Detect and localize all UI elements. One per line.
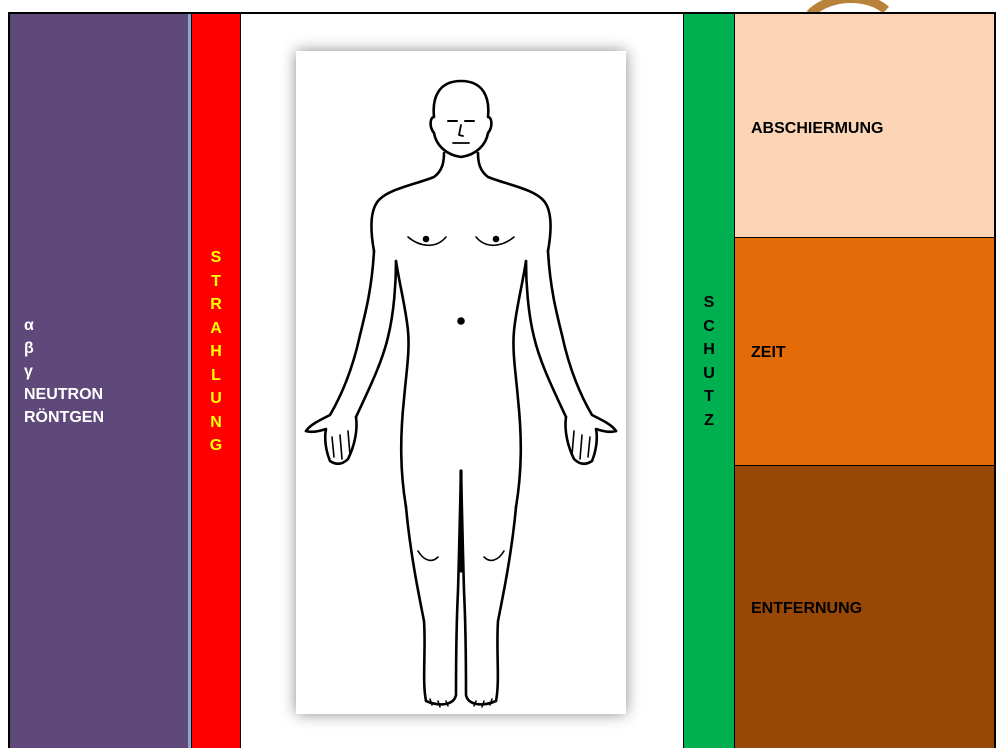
schutz-letter: T — [684, 385, 734, 409]
type-beta: β — [24, 337, 104, 360]
schutz-vertical-label: S C H U T Z — [684, 291, 734, 432]
schutz-letter: S — [684, 291, 734, 315]
type-rontgen: RÖNTGEN — [24, 406, 104, 429]
human-figure-column — [241, 12, 683, 748]
type-alpha: α — [24, 314, 104, 337]
radiation-types-column: α β γ NEUTRON RÖNTGEN — [10, 12, 188, 748]
schutz-letter: C — [684, 315, 734, 339]
strahlung-letter: U — [192, 387, 240, 411]
strahlung-letter: N — [192, 411, 240, 435]
schutz-column: S C H U T Z — [683, 12, 735, 748]
strahlung-letter: L — [192, 364, 240, 388]
strahlung-column: S T R A H L U N G — [191, 12, 241, 748]
measure-abschirmung-label: ABSCHIERMUNG — [751, 120, 883, 138]
schutz-letter: U — [684, 362, 734, 386]
strahlung-vertical-label: S T R A H L U N G — [192, 246, 240, 458]
type-neutron: NEUTRON — [24, 383, 104, 406]
strahlung-letter: T — [192, 270, 240, 294]
measure-entfernung: ENTFERNUNG — [735, 466, 994, 748]
human-body-outline-icon — [296, 51, 626, 714]
strahlung-letter: S — [192, 246, 240, 270]
measure-entfernung-label: ENTFERNUNG — [751, 600, 862, 618]
schutz-letter: Z — [684, 409, 734, 433]
human-body-figure — [296, 51, 626, 714]
strahlung-letter: H — [192, 340, 240, 364]
measure-zeit-label: ZEIT — [751, 344, 786, 362]
strahlung-letter: G — [192, 434, 240, 458]
protection-measures-column: ABSCHIERMUNG ZEIT ENTFERNUNG — [735, 12, 994, 748]
measure-abschirmung: ABSCHIERMUNG — [735, 12, 994, 238]
type-gamma: γ — [24, 360, 104, 383]
strahlung-letter: A — [192, 317, 240, 341]
measure-zeit: ZEIT — [735, 238, 994, 466]
schutz-letter: H — [684, 338, 734, 362]
strahlung-letter: R — [192, 293, 240, 317]
radiation-types-list: α β γ NEUTRON RÖNTGEN — [24, 314, 104, 429]
